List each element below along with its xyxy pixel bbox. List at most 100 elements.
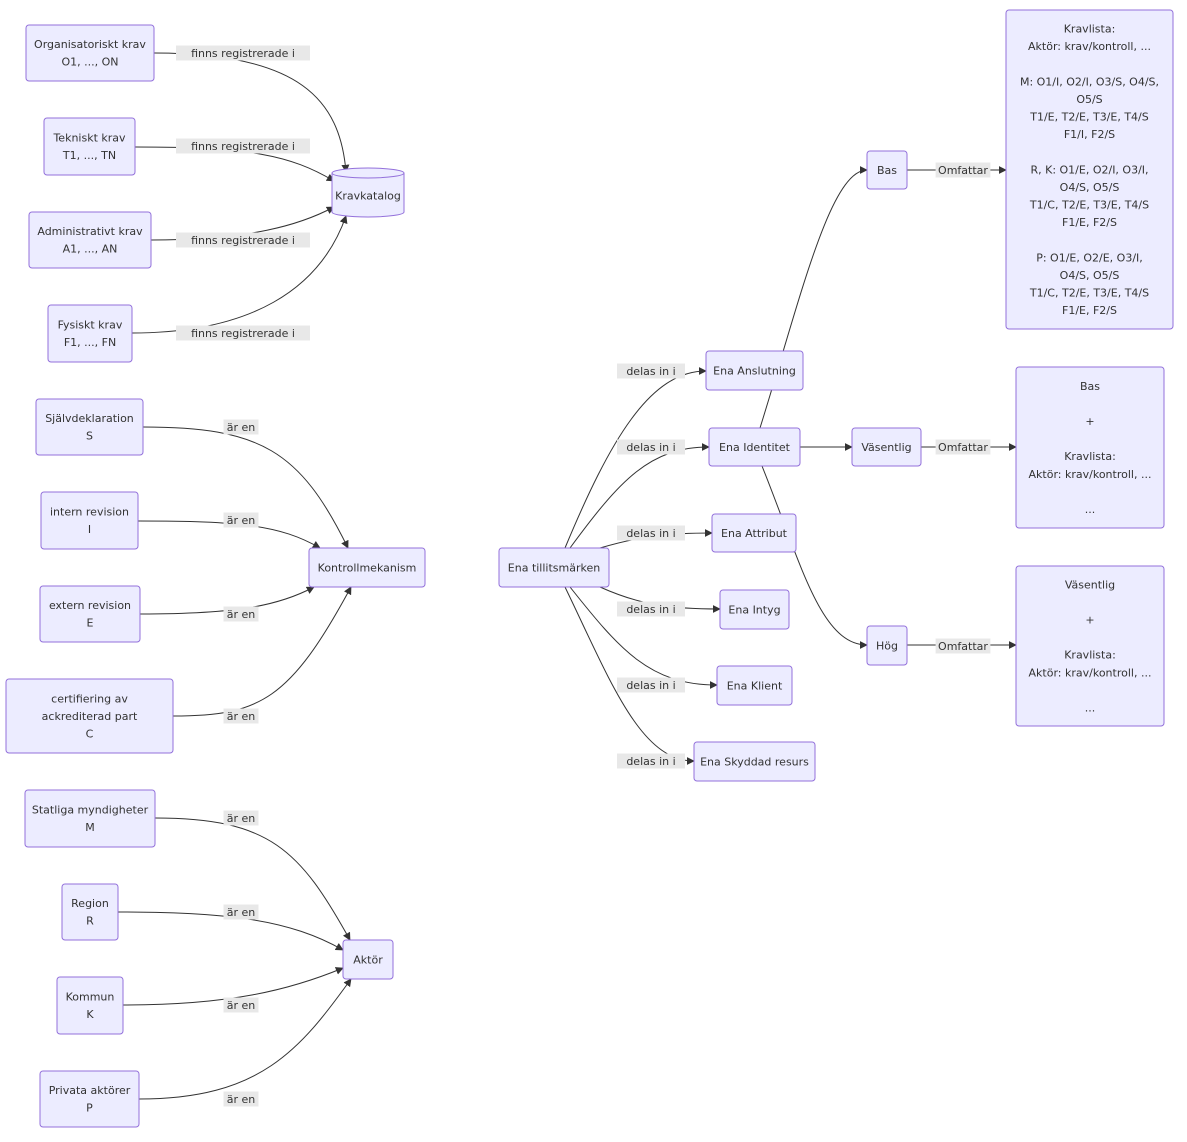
svg-text:är en: är en	[227, 1093, 256, 1106]
node-text: P	[86, 1102, 93, 1115]
node-text: Aktör: krav/kontroll, ...	[1029, 666, 1152, 679]
node-text: Fysiskt krav	[58, 319, 123, 332]
edge-label: delas in i	[617, 601, 685, 617]
edge-label: Omfattar	[935, 638, 991, 654]
node-text: Tekniskt krav	[52, 132, 126, 145]
node-text: Bas	[1080, 380, 1100, 393]
edge-label: är en	[223, 904, 259, 920]
node-text: R	[86, 915, 94, 928]
node-text: intern revision	[50, 506, 129, 519]
node-text: Ena Anslutning	[713, 364, 796, 377]
edge-arrow	[134, 146, 335, 182]
edge-arrow	[564, 367, 707, 549]
svg-text:finns registrerade i: finns registrerade i	[191, 327, 295, 340]
node-vasentlig: Väsentlig	[851, 427, 922, 467]
edge-arrow	[569, 586, 718, 689]
node-text: Ena Klient	[727, 679, 783, 692]
svg-text:Omfattar: Omfattar	[938, 441, 988, 454]
svg-text:finns registrerade i: finns registrerade i	[191, 234, 295, 247]
edge-arrow	[117, 911, 344, 951]
edge-label: Omfattar	[935, 439, 991, 455]
svg-text:är en: är en	[227, 421, 256, 434]
node-kontroll: Kontrollmekanism	[308, 547, 426, 588]
node-text: O1, ..., ON	[61, 56, 118, 69]
node-text: C	[86, 727, 94, 740]
svg-text:delas in i: delas in i	[626, 679, 675, 692]
node-box-vas: Bas+Kravlista:Aktör: krav/kontroll, ....…	[1015, 366, 1165, 529]
edge-arrow	[138, 978, 352, 1100]
svg-text:är en: är en	[227, 812, 256, 825]
node-bas: Bas	[866, 150, 908, 190]
svg-text:är en: är en	[227, 514, 256, 527]
node-aktor: Aktör	[342, 939, 394, 980]
edge-label: är en	[223, 606, 259, 622]
node-box-bas: Kravlista: Aktör: krav/kontroll, ... M: O1…	[1005, 9, 1174, 330]
node-text: Kravlista:	[1064, 23, 1116, 36]
node-text: Väsentlig	[1065, 578, 1115, 591]
node-text: Kommun	[66, 991, 115, 1004]
edge-label: delas in i	[617, 677, 685, 693]
node-text: Region	[71, 897, 109, 910]
edge-label: finns registrerade i	[176, 325, 310, 341]
node-text: Organisatoriskt krav	[34, 38, 146, 51]
node-text: Kontrollmekanism	[318, 561, 417, 574]
node-klient: Ena Klient	[716, 665, 793, 706]
svg-text:delas in i: delas in i	[626, 441, 675, 454]
edge-label: är en	[223, 419, 259, 435]
node-text: Kravlista:	[1064, 649, 1116, 662]
node-text: K	[86, 1008, 94, 1021]
edge-arrow	[761, 465, 868, 649]
node-text: Privata aktörer	[49, 1084, 131, 1097]
svg-text:är en: är en	[227, 999, 256, 1012]
node-text: M: O1/I, O2/I, O3/S, O4/S,	[1020, 75, 1159, 88]
svg-text:är en: är en	[227, 710, 256, 723]
node-text: O5/S	[1076, 93, 1102, 106]
node-text: extern revision	[49, 599, 131, 612]
edge-arrow	[142, 426, 349, 549]
svg-text:delas in i: delas in i	[626, 527, 675, 540]
node-hog: Hög	[866, 625, 908, 666]
node-text: Ena tillitsmärken	[508, 561, 600, 574]
svg-text:Omfattar: Omfattar	[938, 640, 988, 653]
edge-label: delas in i	[617, 439, 685, 455]
node-text: Aktör: krav/kontroll, ...	[1028, 40, 1151, 53]
node-text: F1/I, F2/S	[1064, 128, 1115, 141]
node-identitet: Ena Identitet	[708, 427, 801, 467]
edge-label: är en	[223, 997, 259, 1013]
node-text: F1, ..., FN	[64, 336, 116, 349]
node-text: Ena Skyddad resurs	[700, 755, 809, 768]
node-text: T1/C, T2/E, T3/E, T4/S	[1029, 199, 1149, 212]
node-text: +	[1085, 415, 1094, 428]
edge-label: är en	[223, 708, 259, 724]
edge-arrow	[153, 52, 350, 173]
edge-label: är en	[223, 1091, 259, 1107]
node-text: certifiering av	[51, 692, 128, 705]
node-text: M	[85, 821, 95, 834]
node-attribut: Ena Attribut	[711, 513, 797, 553]
node-text: Aktör: krav/kontroll, ...	[1029, 468, 1152, 481]
node-text: S	[86, 430, 93, 443]
node-text: F1/E, F2/S	[1062, 304, 1117, 317]
edge-label: delas in i	[617, 753, 685, 769]
node-text: R, K: O1/E, O2/I, O3/I,	[1030, 163, 1148, 176]
svg-text:Omfattar: Omfattar	[938, 164, 988, 177]
edge-label: Omfattar	[935, 162, 991, 178]
node-text: Bas	[877, 164, 897, 177]
edge-arrow	[569, 443, 710, 549]
node-text: Självdeklaration	[45, 412, 134, 425]
node-text: Statliga myndigheter	[32, 804, 149, 817]
svg-text:finns registrerade i: finns registrerade i	[191, 47, 295, 60]
svg-text:är en: är en	[227, 608, 256, 621]
node-text: A1, ..., AN	[63, 243, 118, 256]
edge-label: finns registrerade i	[176, 45, 310, 61]
node-ena: Ena tillitsmärken	[498, 547, 610, 588]
node-text: Ena Intyg	[728, 603, 780, 616]
svg-text:delas in i: delas in i	[626, 755, 675, 768]
edge-arrow	[172, 586, 352, 717]
